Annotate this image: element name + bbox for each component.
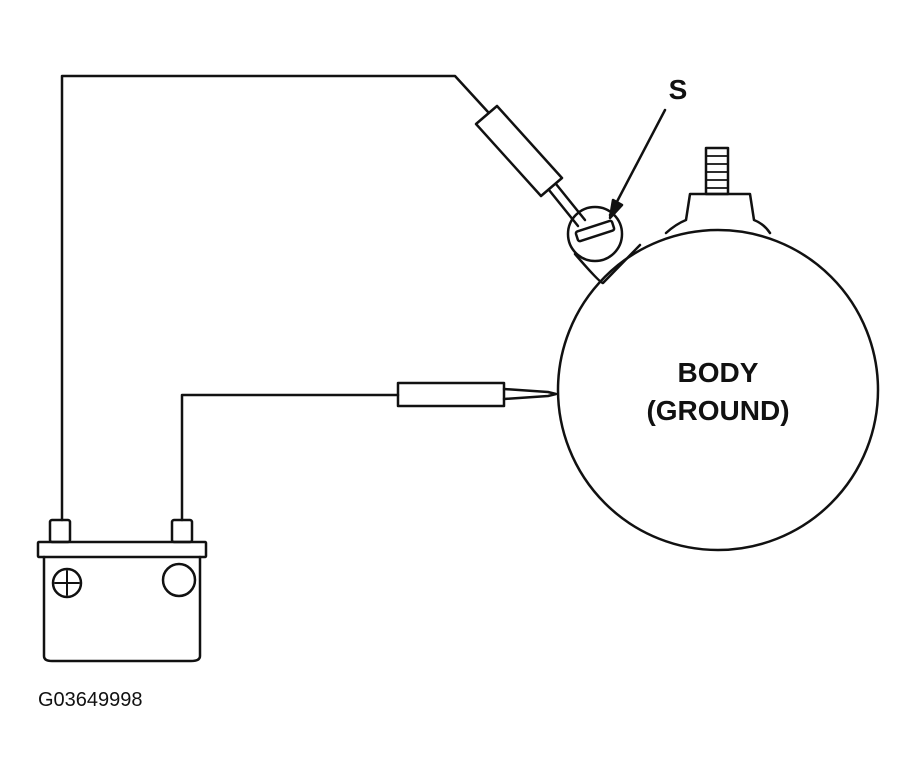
ground-probe xyxy=(396,381,558,408)
body-label: BODY xyxy=(678,357,759,388)
body-stud xyxy=(664,146,772,235)
ground-lead-wire xyxy=(180,393,400,522)
positive-lead-wire xyxy=(60,74,490,522)
s-terminal-probe xyxy=(474,104,587,228)
ground-label: (GROUND) xyxy=(646,395,789,426)
battery-positive-indicator xyxy=(51,567,83,599)
s-terminal-label: S xyxy=(669,74,688,105)
starter-body-circle xyxy=(556,228,880,552)
solenoid-terminal xyxy=(566,205,642,285)
s-pointer-line xyxy=(608,108,667,217)
s-pointer-arrowhead xyxy=(608,198,624,220)
battery xyxy=(36,518,208,663)
figure-id-label: G03649998 xyxy=(38,689,143,711)
battery-negative-indicator xyxy=(161,562,197,598)
